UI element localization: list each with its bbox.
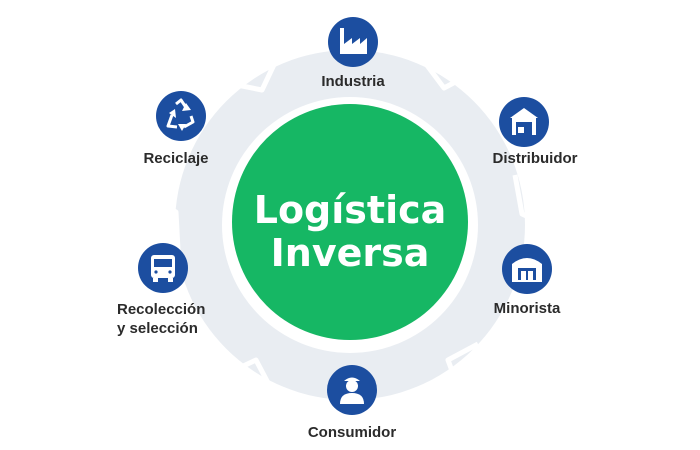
diagram-title-line-1: Logística xyxy=(253,188,447,232)
node-consumidor xyxy=(327,365,377,415)
node-recoleccion xyxy=(138,243,188,293)
arrow-separator xyxy=(418,54,480,91)
person-icon xyxy=(340,377,364,404)
node-industria xyxy=(328,17,378,67)
arrow-separator xyxy=(142,193,181,251)
label-minorista: Minorista xyxy=(493,300,561,317)
cycle-arrows xyxy=(142,50,559,400)
arrow-separator xyxy=(231,50,283,93)
node-distribuidor xyxy=(499,97,549,147)
label-consumidor: Consumidor xyxy=(307,424,397,441)
arrow-separator xyxy=(445,341,480,399)
label-distribuidor: Distribuidor xyxy=(492,150,578,167)
truck-icon xyxy=(151,255,175,282)
center-circle xyxy=(232,104,468,340)
arrow-separator xyxy=(220,357,279,400)
label-recoleccion-line-1: Recolección xyxy=(117,301,206,318)
store-icon xyxy=(512,258,542,282)
label-reciclaje: Reciclaje xyxy=(143,150,209,167)
icon-bg xyxy=(156,91,206,141)
label-recoleccion-line-2: y selección xyxy=(117,320,198,337)
node-reciclaje xyxy=(156,91,206,141)
warehouse-icon xyxy=(510,108,538,135)
label-industria: Industria xyxy=(321,73,385,90)
icon-bg xyxy=(328,17,378,67)
arrow-separator xyxy=(512,174,559,233)
diagram-title-line-2: Inversa xyxy=(270,231,430,275)
factory-icon xyxy=(340,28,367,54)
node-minorista xyxy=(502,244,552,294)
